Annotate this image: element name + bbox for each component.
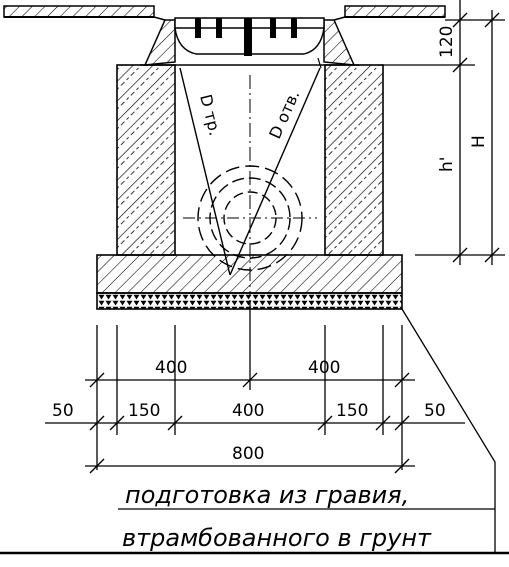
- d-pipe-label: D тр.: [196, 92, 225, 137]
- diameter-lines: [179, 57, 322, 276]
- ground-surface: [3, 5, 446, 21]
- dim-overall: 800: [232, 444, 264, 464]
- dimension-rows: [45, 372, 465, 474]
- manhole-hatch: [140, 17, 359, 66]
- dim-top-right: 400: [308, 358, 340, 378]
- dim-left-wall: 150: [128, 401, 160, 421]
- base-slab: [96, 254, 403, 294]
- dim-right-wall: 150: [336, 401, 368, 421]
- dim-right-outer: 50: [424, 401, 446, 421]
- dim-h-total: H: [469, 135, 489, 148]
- dim-h-prime: h': [437, 157, 457, 172]
- leader-line: [0, 308, 509, 555]
- vertical-dimensions: [380, 0, 505, 265]
- dim-top-left: 400: [155, 358, 187, 378]
- dim-center: 400: [232, 401, 264, 421]
- left-wall: [116, 64, 176, 256]
- dim-120: 120: [437, 26, 457, 58]
- note-line-1: подготовка из гравия,: [125, 481, 409, 509]
- d-hole-label: D отв.: [265, 87, 303, 141]
- note-line-2: втрамбованного в грунт: [122, 524, 432, 552]
- dim-left-outer: 50: [52, 401, 74, 421]
- right-wall: [324, 64, 384, 256]
